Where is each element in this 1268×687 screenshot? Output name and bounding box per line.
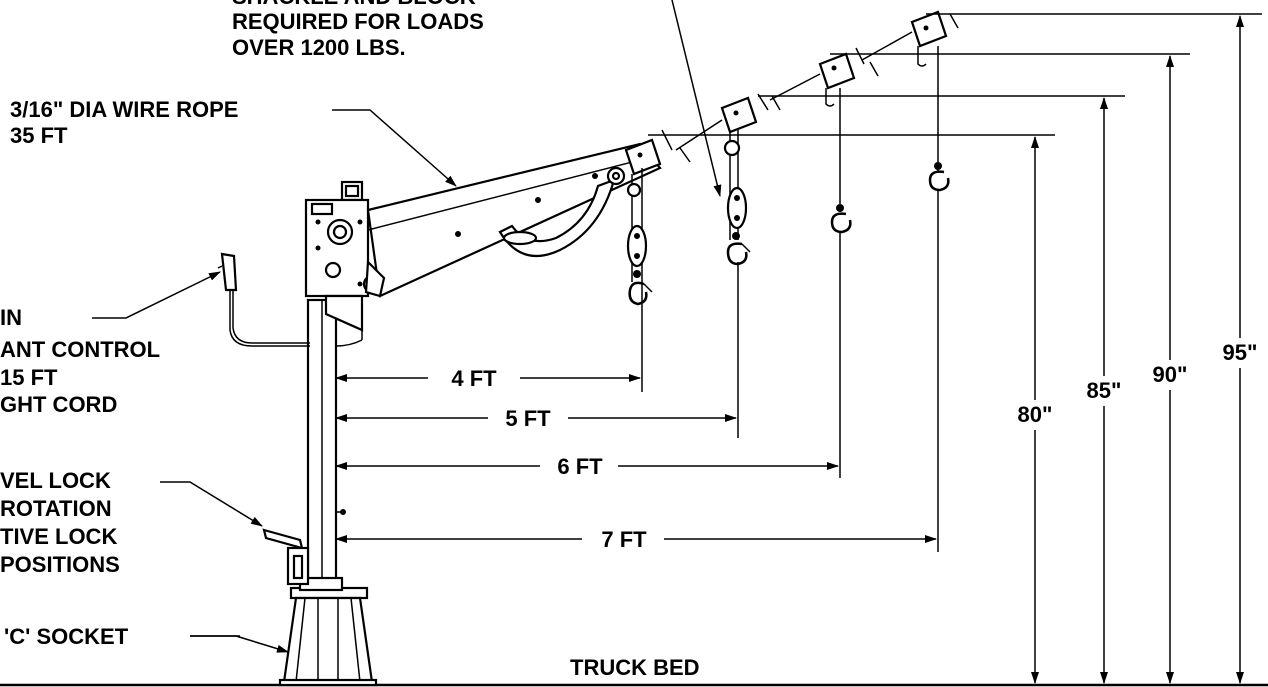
reach-dimensions	[335, 190, 939, 552]
pendant-label-line2: ANT CONTROL	[0, 337, 160, 362]
reach-6ft: 6 FT	[557, 454, 603, 479]
socket-label: 'C' SOCKET	[4, 624, 129, 649]
leader-lines	[92, 0, 722, 653]
shackle-label-line1: SHACKLE AND BLOCK	[232, 0, 476, 9]
reach-4ft: 4 FT	[451, 366, 497, 391]
hook-3	[830, 204, 852, 234]
swivel-label-line4: POSITIONS	[0, 552, 120, 577]
pendant-label-line4: GHT CORD	[0, 392, 117, 417]
boom	[362, 142, 662, 298]
block-2	[723, 139, 748, 240]
pendant-label-line1: IN	[0, 305, 22, 330]
hook-2	[726, 242, 751, 266]
height-80: 80"	[1018, 402, 1053, 427]
tip-hash-marks	[661, 13, 959, 163]
winch-housing	[304, 180, 370, 347]
wire-rope-label-line2: 35 FT	[10, 123, 68, 148]
height-dimensions	[648, 13, 1262, 684]
swivel-label-line1: VEL LOCK	[0, 468, 111, 493]
height-85: 85"	[1087, 378, 1122, 403]
reach-5ft: 5 FT	[505, 406, 551, 431]
c-socket	[278, 586, 378, 687]
pendant-label-line3: 15 FT	[0, 365, 58, 390]
hook-1	[628, 281, 653, 306]
truck-bed-label: TRUCK BED	[570, 655, 700, 680]
pendant-control	[217, 252, 310, 347]
boom-tip-3	[769, 52, 856, 107]
block-1	[626, 182, 648, 278]
swivel-label-line3: TIVE LOCK	[0, 524, 117, 549]
boom-tip-1	[606, 138, 662, 186]
shackle-label-line3: OVER 1200 LBS.	[232, 35, 406, 60]
shackle-label-line2: REQUIRED FOR LOADS	[232, 9, 484, 34]
rope-lines	[631, 46, 939, 290]
swivel-label-line2: ROTATION	[0, 496, 112, 521]
wire-rope-label-line1: 3/16" DIA WIRE ROPE	[10, 97, 238, 122]
height-95: 95"	[1223, 340, 1258, 365]
reach-7ft: 7 FT	[601, 527, 647, 552]
boom-tip-4	[861, 10, 948, 67]
height-90: 90"	[1153, 362, 1188, 387]
swivel-lock-handle	[262, 528, 310, 586]
boom-tip-2	[675, 96, 758, 151]
hook-4	[928, 162, 950, 192]
